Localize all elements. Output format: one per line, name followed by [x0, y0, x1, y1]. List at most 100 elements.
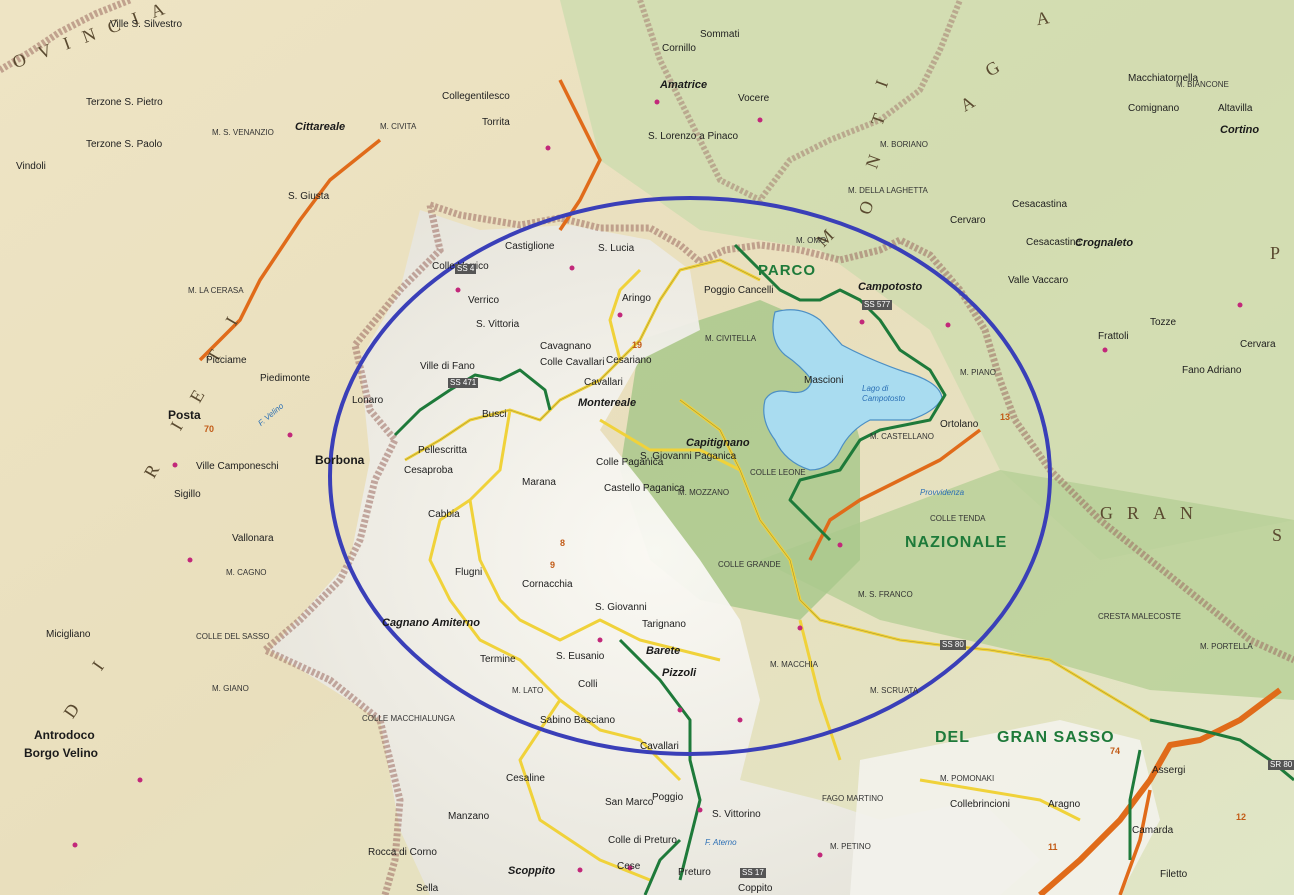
town-manzano: Manzano: [448, 811, 490, 822]
town-vallonara: Vallonara: [232, 533, 274, 544]
town-tozze: Frattoli: [1098, 331, 1129, 342]
road-shield-sr80: SR 80: [1268, 760, 1294, 770]
town-vocere: Vocere: [738, 93, 770, 104]
peak-m-giano: M. GIANO: [212, 684, 249, 693]
town-colli: Colli: [578, 679, 598, 690]
town-picciame: Picciame: [206, 355, 247, 366]
town-ville-camponeschi: Ville Camponeschi: [196, 461, 279, 472]
town-frattoli: Valle Vaccaro: [1008, 275, 1069, 286]
town-flugni: Flugni: [455, 567, 483, 578]
lake-label-provvidenza: Provvidenza: [920, 488, 965, 497]
town-cavagnano: Cavagnano: [540, 341, 592, 352]
town-cortino[interactable]: Cortino: [1220, 124, 1260, 136]
park-label-nazionale: NAZIONALE: [905, 534, 1008, 551]
town-s-lucia: S. Lucia: [598, 243, 635, 254]
peak-m-biancone: M. BIANCONE: [1176, 80, 1229, 89]
peak-m-la-cerasa: M. LA CERASA: [188, 286, 244, 295]
town-camarda: Camarda: [1132, 825, 1174, 836]
road-shield-ss577: SS 577: [862, 300, 893, 310]
peak-m-mozzano: M. MOZZANO: [678, 488, 730, 497]
peak-colle-leone: COLLE LEONE: [750, 468, 806, 477]
town-micigliano: Micigliano: [46, 629, 91, 640]
route-number-11: 11: [1048, 842, 1058, 852]
town-aragno: Aragno: [1048, 799, 1081, 810]
town-capitignano[interactable]: Capitignano: [686, 437, 750, 449]
town-cagnano-amiterno[interactable]: Cagnano Amiterno: [382, 617, 480, 629]
peak-m-portella: M. PORTELLA: [1200, 642, 1253, 651]
town-lonaro[interactable]: Lonaro: [352, 395, 384, 406]
town-s-lorenzo: S. Lorenzo a Pinaco: [648, 131, 739, 142]
town-s-eusanio: S. Eusanio: [556, 651, 605, 662]
peak-m-boriano: M. BORIANO: [880, 140, 929, 149]
town-aringo: Aringo: [622, 293, 651, 304]
peak-m-piano: M. PIANO: [960, 368, 997, 377]
region-letter-g: A: [1034, 4, 1065, 30]
town-cabbia: Cabbia: [428, 509, 460, 520]
town-cesariano: Cesariano: [606, 355, 652, 366]
laga-green-terrain: [560, 0, 1294, 560]
town-pizzoli[interactable]: Pizzoli: [662, 667, 697, 679]
town-ville-s-silvestro: Ville S. Silvestro: [110, 19, 183, 30]
peak-cresta-malecoste: CRESTA MALECOSTE: [1098, 612, 1181, 621]
town-cese: Cese: [617, 861, 641, 872]
peak-m-cagno: M. CAGNO: [226, 568, 267, 577]
peak-colle-tenda: COLLE TENDA: [930, 514, 986, 523]
route-number-70: 70: [204, 424, 215, 434]
town-borbona[interactable]: Borbona: [315, 453, 365, 467]
lake-label-campotosto: Lago di Campotosto: [862, 384, 906, 403]
town-fano-adriano: Cervara: [1240, 339, 1276, 350]
gran-sasso-relief: [850, 720, 1160, 895]
town-borgo-velino[interactable]: Borgo Velino: [24, 746, 99, 760]
town-sommati: Sommati: [700, 29, 740, 40]
peak-fago-martino: FAGO MARTINO: [822, 794, 884, 803]
town-s-giovanni: S. Giovanni: [595, 602, 647, 613]
peak-colle-grande: COLLE GRANDE: [718, 560, 781, 569]
town-scoppito[interactable]: Scoppito: [508, 865, 556, 877]
town-poggio-cancelli: Poggio Cancelli: [704, 285, 774, 296]
town-crognaleto[interactable]: Crognaleto: [1075, 237, 1134, 249]
town-valle-vaccaro: Cesacastina: [1012, 199, 1068, 210]
town-colle-paganica: Colle Paganica: [596, 457, 664, 468]
route-number-9: 9: [550, 560, 556, 570]
peak-colle-del-sasso: COLLE DEL SASSO: [196, 632, 270, 641]
peak-m-s-venanzio: M. S. VENANZIO: [212, 128, 274, 137]
town-assergi[interactable]: Assergi: [1152, 765, 1186, 776]
route-number-74: 74: [1110, 746, 1121, 756]
region-letter-i4: I: [871, 64, 897, 90]
town-nerito: Fano Adriano: [1182, 365, 1242, 376]
town-antrodoco[interactable]: Antrodoco: [34, 728, 95, 742]
highlight-ellipse[interactable]: [328, 196, 1052, 756]
town-collebrincioni: Collebrincioni: [950, 799, 1011, 810]
peak-m-scruata: M. SCRUATA: [870, 686, 919, 695]
town-barete[interactable]: Barete: [646, 645, 681, 657]
town-s-vittorino: S. Vittorino: [712, 809, 761, 820]
gran-sasso-green-terrain: [760, 470, 1294, 700]
town-terzone-s-paolo: Terzone S. Paolo: [86, 139, 163, 150]
town-torrita: Torrita: [482, 117, 510, 128]
town-tarignano: Tarignano: [642, 619, 686, 630]
region-letter-p: P: [1270, 243, 1294, 263]
town-s-vittoria: S. Vittoria: [476, 319, 520, 330]
town-sabino-basciano: Sabino Basciano: [540, 715, 616, 726]
park-label-del: DEL: [935, 729, 970, 746]
town-ville-di-fano: Ville di Fano: [420, 361, 475, 372]
town-vindoli: Vindoli: [16, 161, 46, 172]
town-campotosto[interactable]: Campotosto: [858, 281, 923, 293]
peak-m-pomonaki: M. POMONAKI: [940, 774, 995, 783]
route-number-19: 19: [632, 340, 643, 350]
town-cervaro: Cesacastine: [1026, 237, 1082, 248]
town-castiglione: Castiglione: [505, 241, 555, 252]
town-verrico: Verrico: [468, 295, 500, 306]
town-montereale[interactable]: Montereale: [578, 397, 637, 409]
road-shield-ss17: SS 17: [740, 868, 766, 878]
green-roads: [393, 243, 1294, 895]
park-label-gran-sasso: GRAN SASSO: [997, 729, 1115, 746]
town-cittareale[interactable]: Cittareale: [295, 121, 346, 133]
town-posta[interactable]: Posta: [168, 408, 201, 422]
route-number-8: 8: [560, 538, 566, 548]
town-amatrice[interactable]: Amatrice: [660, 79, 708, 91]
peak-m-omo: M. OMO: [796, 236, 827, 245]
